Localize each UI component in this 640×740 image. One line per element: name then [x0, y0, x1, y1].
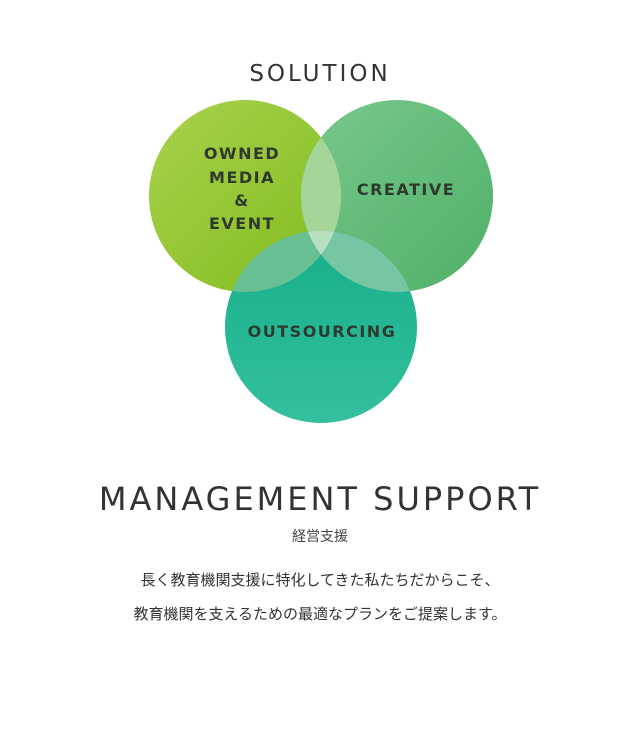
label-creative: CREATIVE	[357, 180, 455, 199]
label-ampersand: &	[234, 191, 249, 210]
description-line-2: 教育機関を支えるための最適なプランをご提案します。	[133, 605, 507, 623]
label-owned: OWNED	[204, 144, 280, 163]
label-outsourcing: OUTSOURCING	[248, 322, 397, 341]
solution-title: SOLUTION	[249, 61, 391, 87]
management-support-subtitle: 経営支援	[292, 529, 348, 545]
solution-venn-diagram: OWNED MEDIA & EVENT CREATIVE OUTSOURCING	[149, 100, 493, 423]
label-event: EVENT	[209, 214, 275, 233]
overlap-creative-outsourcing	[301, 231, 417, 292]
management-support-title: MANAGEMENT SUPPORT	[98, 480, 542, 518]
overlap-owned-outsourcing	[225, 231, 341, 292]
label-media: MEDIA	[209, 168, 275, 187]
description-line-1: 長く教育機関支援に特化してきた私たちだからこそ、	[140, 571, 500, 589]
management-description: 長く教育機関支援に特化してきた私たちだからこそ、 教育機関を支えるための最適なプ…	[0, 563, 640, 631]
